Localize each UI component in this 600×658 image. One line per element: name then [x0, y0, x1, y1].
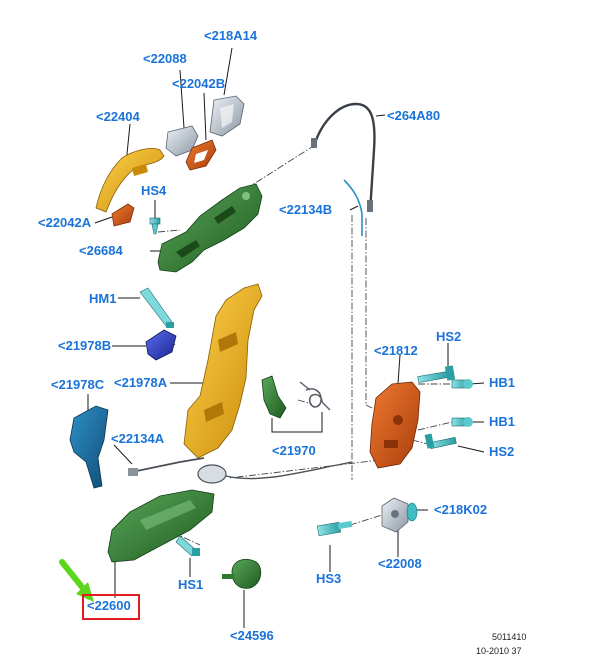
clip-21978b [145, 329, 177, 361]
bolt-hs2-lower [424, 433, 457, 449]
screw-hs1 [175, 535, 200, 557]
cap-218k02 [406, 502, 418, 522]
reference-date: 10-2010 37 [476, 646, 522, 656]
bolt-hs3 [316, 520, 353, 537]
indicator-arrow [59, 559, 94, 602]
label-24596: <24596 [230, 628, 274, 643]
label-26684: <26684 [79, 243, 123, 258]
cable-22134a [128, 457, 353, 484]
bracket-21978a [183, 283, 263, 459]
screw-hs4 [149, 217, 161, 235]
inner-handle-22600 [107, 489, 215, 563]
rivet-hm1 [139, 287, 174, 328]
bolt-hb1-upper [451, 379, 473, 389]
label-22088: <22088 [143, 51, 187, 66]
label-22600: <22600 [87, 598, 131, 613]
striker-22008 [381, 497, 409, 533]
label-218a14: <218A14 [204, 28, 258, 43]
label-22008: <22008 [378, 556, 422, 571]
gasket-22042b [185, 139, 217, 171]
outer-handle-22404 [95, 148, 165, 213]
release-cable-264a80 [311, 102, 376, 213]
label-21978b: <21978B [58, 338, 112, 353]
label-hs1: HS1 [178, 577, 204, 592]
gasket-22042a [111, 203, 135, 227]
label-22042a: <22042A [38, 215, 92, 230]
label-hb1-upper: HB1 [489, 375, 516, 390]
highlight-box [82, 594, 140, 620]
bolt-hb1-lower [451, 417, 473, 427]
spring-21970 [299, 381, 331, 411]
reference-code: 5011410 [492, 632, 527, 642]
label-22404: <22404 [96, 109, 140, 124]
label-21812: <21812 [374, 343, 418, 358]
cover-24596 [222, 558, 262, 589]
label-22134a: <22134A [111, 431, 165, 446]
rod-22134b [343, 179, 363, 236]
label-21970: <21970 [272, 443, 316, 458]
label-218k02: <218K02 [434, 502, 488, 517]
handle-bracket-26684 [157, 183, 263, 273]
label-hb1-lower: HB1 [489, 414, 516, 429]
label-hs2-lower: HS2 [489, 444, 515, 459]
label-22134b: <22134B [279, 202, 333, 217]
bracket-21978c [69, 405, 109, 489]
label-hs3: HS3 [316, 571, 342, 586]
label-264a80: <264A80 [387, 108, 441, 123]
bolt-hs2-upper [417, 365, 456, 383]
cover-218a14 [209, 95, 245, 137]
label-21978c: <21978C [51, 377, 105, 392]
label-21978a: <21978A [114, 375, 168, 390]
label-hs2-upper: HS2 [436, 329, 462, 344]
lever-21970 [261, 375, 287, 419]
door-latch-21812 [369, 381, 421, 469]
label-22042b: <22042B [172, 76, 226, 91]
label-hm1: HM1 [89, 291, 117, 306]
label-hs4: HS4 [141, 183, 167, 198]
